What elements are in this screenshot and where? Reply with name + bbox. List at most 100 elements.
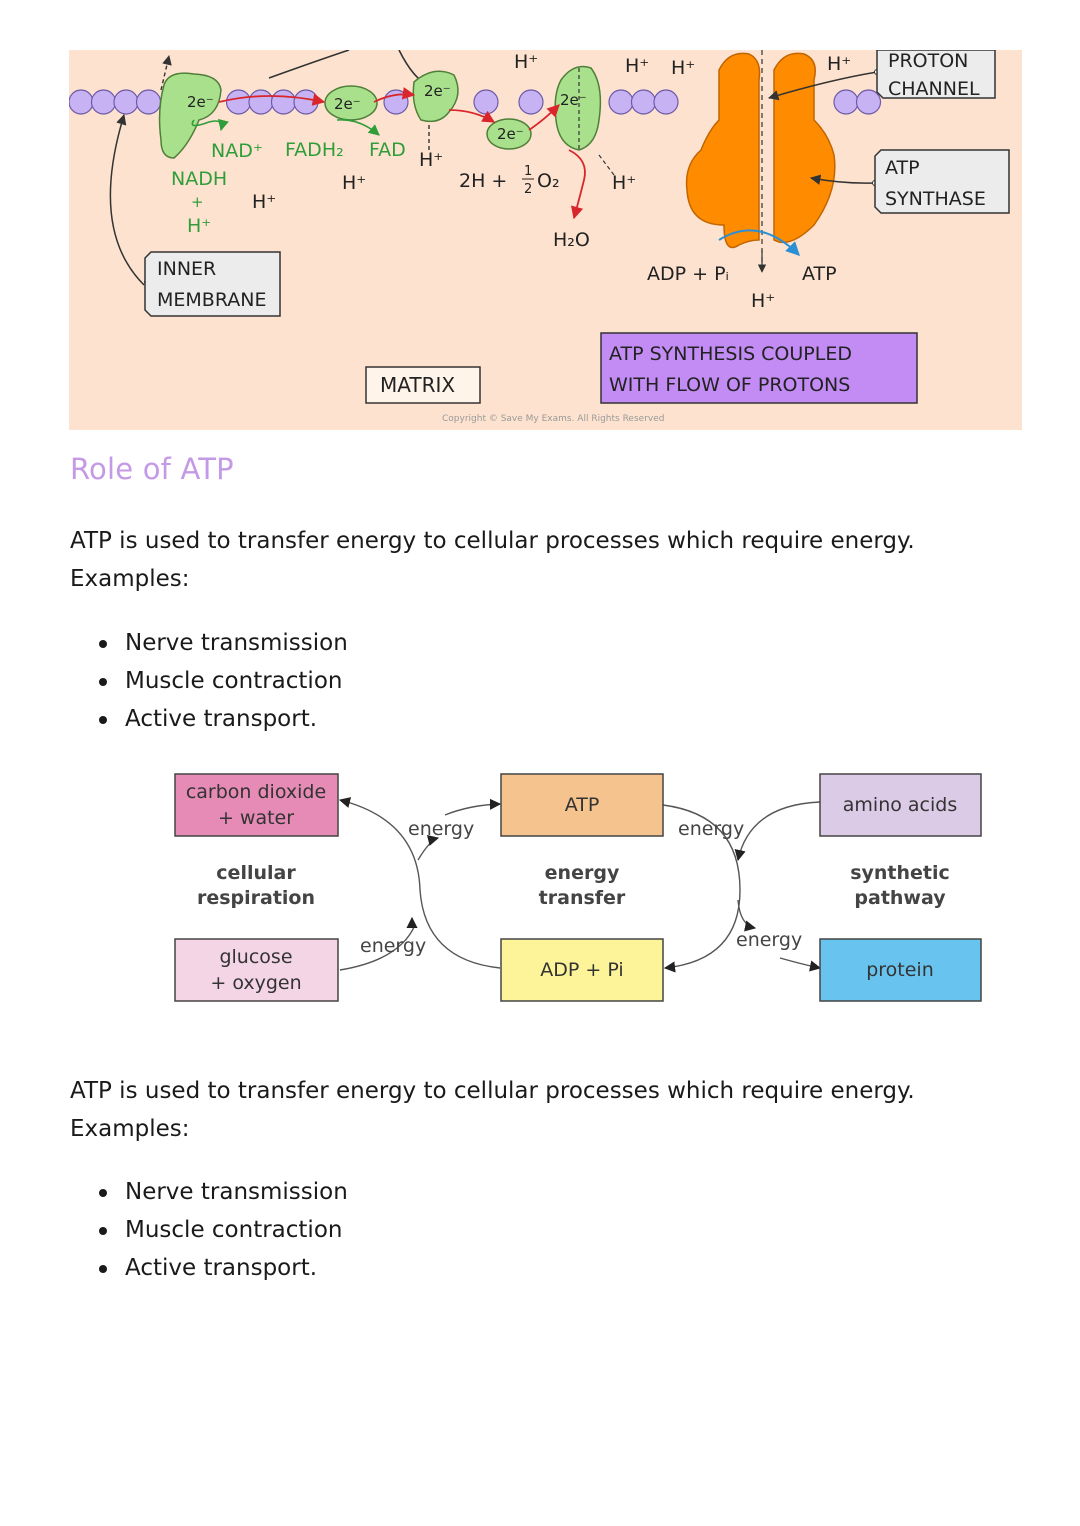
proton-channel-callout: PROTON CHANNEL <box>876 50 996 100</box>
copyright-notice: Copyright © Save My Exams. All Rights Re… <box>442 414 664 424</box>
intro-paragraph: ATP is used to transfer energy to cellul… <box>70 522 1030 598</box>
list-item-text: Nerve transmission <box>125 630 348 656</box>
carbon-dioxide-line1: carbon dioxide <box>186 781 326 803</box>
paragraph-line: Examples: <box>70 1116 190 1142</box>
electron-label: 2e⁻ <box>187 93 214 111</box>
nadh-label: NADH <box>171 168 227 190</box>
matrix-label: MATRIX <box>380 373 455 397</box>
bullet-icon <box>99 678 107 686</box>
energy-label: energy <box>736 929 802 951</box>
amino-acids-box <box>819 773 982 837</box>
phospholipid-bead <box>248 89 274 115</box>
nadh-plus-label: + <box>191 193 204 211</box>
glucose-line1: glucose <box>219 946 292 968</box>
phospholipid-bead <box>293 89 319 115</box>
atp-synthase-protein <box>685 52 836 249</box>
water-equation-oxygen: O₂ <box>537 170 560 192</box>
nad-label: NAD⁺ <box>211 140 263 162</box>
electron-label: 2e⁻ <box>334 95 361 113</box>
energy-transfer-line2: transfer <box>539 887 626 909</box>
complex-1-protein <box>158 72 222 159</box>
atp-synthase-callout: ATP SYNTHASE <box>874 149 1010 214</box>
protein-box-label: protein <box>866 959 934 981</box>
paragraph-line: ATP is used to transfer energy to cellul… <box>70 528 915 554</box>
energy-label: energy <box>360 935 426 957</box>
bullet-icon <box>99 1265 107 1273</box>
paragraph-line: Examples: <box>70 566 190 592</box>
phospholipid-bead <box>90 89 117 115</box>
cellular-respiration-line2: respiration <box>197 887 315 909</box>
examples-list: Nerve transmission Muscle contraction Ac… <box>70 624 348 738</box>
complex-3-protein <box>412 70 459 123</box>
synthetic-pathway-line2: pathway <box>854 887 946 909</box>
proton-label: H⁺ <box>514 51 538 73</box>
energy-label: energy <box>408 818 474 840</box>
proton-label: H⁺ <box>252 191 276 213</box>
adp-pi-box <box>500 938 664 1002</box>
bullet-icon <box>99 716 107 724</box>
list-item: Active transport. <box>70 700 348 738</box>
energy-transfer-line1: energy <box>545 862 620 884</box>
carbon-dioxide-line2: + water <box>218 807 294 829</box>
list-item-text: Active transport. <box>125 706 318 732</box>
section-heading: Role of ATP <box>70 452 234 486</box>
inner-membrane-callout: INNER MEMBRANE <box>144 251 281 317</box>
atp-box-label: ATP <box>565 794 600 816</box>
coupled-label-line1: ATP SYNTHESIS COUPLED <box>609 343 852 365</box>
coupled-label-line2: WITH FLOW OF PROTONS <box>609 374 850 396</box>
water-equation-half-denominator: 2 <box>524 182 532 197</box>
proton-channel-label-line2: CHANNEL <box>888 78 980 100</box>
water-equation-prefix: 2H + <box>459 170 507 192</box>
amino-acids-box-label: amino acids <box>843 794 957 816</box>
bullet-icon <box>99 1189 107 1197</box>
paragraph-line: ATP is used to transfer energy to cellul… <box>70 1078 915 1104</box>
proton-label: H⁺ <box>342 172 366 194</box>
proton-label: H⁺ <box>827 53 851 75</box>
proton-label: H⁺ <box>751 290 775 312</box>
phospholipid-bead <box>270 89 297 115</box>
atp-synthase-label-line1: ATP <box>885 157 920 179</box>
adp-pi-label: ADP + Pᵢ <box>647 263 729 285</box>
carbon-dioxide-water-box <box>174 773 339 837</box>
protein-box <box>819 938 982 1002</box>
electron-label: 2e⁻ <box>497 125 524 143</box>
atp-box <box>500 773 664 837</box>
list-item: Muscle contraction <box>70 1211 348 1249</box>
phospholipid-bead <box>630 89 657 115</box>
proton-channel-label-line1: PROTON <box>888 50 968 72</box>
phospholipid-bead <box>135 89 162 115</box>
synthetic-pathway-line1: synthetic <box>850 862 950 884</box>
matrix-callout: MATRIX <box>365 366 481 404</box>
atp-synthase-label-line2: SYNTHASE <box>885 188 986 210</box>
proton-label: H⁺ <box>419 149 443 171</box>
proton-label: H⁺ <box>612 172 636 194</box>
repeat-paragraph: ATP is used to transfer energy to cellul… <box>70 1072 1030 1148</box>
fad-label: FAD <box>369 139 406 161</box>
list-item: Muscle contraction <box>70 662 348 700</box>
examples-list-repeat: Nerve transmission Muscle contraction Ac… <box>70 1173 348 1287</box>
bullet-icon <box>99 640 107 648</box>
nadh-h-label: H⁺ <box>187 215 211 237</box>
phospholipid-bead <box>518 89 544 115</box>
phospholipid-bead <box>833 89 859 115</box>
phospholipid-bead <box>69 89 94 115</box>
phospholipid-bead <box>113 89 139 115</box>
atp-cycle-diagram: carbon dioxide + water glucose + oxygen … <box>174 773 982 1002</box>
proton-label: H⁺ <box>671 57 695 79</box>
phospholipid-bead <box>473 89 499 115</box>
list-item-text: Nerve transmission <box>125 1179 348 1205</box>
phospholipid-bead <box>608 89 634 115</box>
fadh2-label: FADH₂ <box>285 139 344 161</box>
glucose-oxygen-box <box>174 938 339 1002</box>
phospholipid-bead <box>225 89 252 115</box>
list-item: Nerve transmission <box>70 1173 348 1211</box>
water-label: H₂O <box>553 229 590 251</box>
list-item: Active transport. <box>70 1249 348 1287</box>
atp-label: ATP <box>802 263 837 285</box>
water-equation-half-numerator: 1 <box>524 164 532 179</box>
cellular-respiration-line1: cellular <box>216 862 296 884</box>
inner-membrane-label-line1: INNER <box>157 258 216 280</box>
coupled-synthesis-callout: ATP SYNTHESIS COUPLED WITH FLOW OF PROTO… <box>600 332 918 404</box>
list-item-text: Active transport. <box>125 1255 318 1281</box>
